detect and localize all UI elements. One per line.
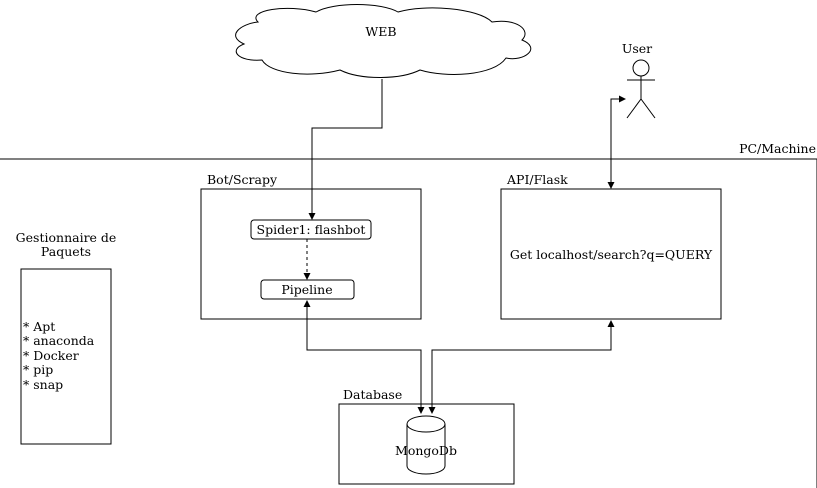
pipeline-node[interactable]: Pipeline [260, 279, 355, 300]
edge-spider-to-pipeline [303, 239, 311, 280]
edge-user-api-bidirectional [607, 95, 626, 189]
user-head-icon [632, 59, 650, 77]
user-actor[interactable]: User [622, 41, 656, 119]
spider-label: Spider1: flashbot [257, 222, 366, 237]
user-label: User [622, 41, 652, 56]
mongodb-cylinder-icon[interactable]: MongoDb [395, 415, 457, 475]
web-label: WEB [365, 24, 396, 39]
package-manager-title-line2: Paquets [41, 244, 91, 259]
pipeline-label: Pipeline [281, 282, 332, 297]
package-manager-box[interactable]: Gestionnaire de Paquets * Apt * anaconda… [16, 230, 117, 445]
database-container[interactable]: Database MongoDb [338, 387, 515, 485]
edge-api-database [428, 320, 615, 414]
package-item: * Docker [23, 348, 79, 363]
user-left-leg [626, 98, 642, 119]
bot-label: Bot/Scrapy [207, 172, 278, 187]
machine-label: PC/Machine [739, 141, 816, 156]
package-item: * pip [23, 362, 53, 377]
package-item: * snap [23, 377, 63, 392]
package-manager-title-line1: Gestionnaire de [16, 230, 117, 245]
database-label: Database [343, 387, 402, 402]
api-endpoint-label: Get localhost/search?q=QUERY [510, 247, 713, 262]
package-item: * Apt [23, 319, 55, 334]
machine-container[interactable]: PC/Machine [0, 141, 817, 488]
web-cloud[interactable]: WEB [235, 4, 531, 78]
api-flask-container[interactable]: API/Flask Get localhost/search?q=QUERY [500, 172, 722, 320]
package-item: * anaconda [23, 333, 95, 348]
edge-web-to-spider [308, 79, 383, 220]
spider-node[interactable]: Spider1: flashbot [250, 219, 372, 240]
user-right-leg [640, 98, 656, 119]
mongodb-label: MongoDb [395, 443, 457, 458]
edge-pipeline-database [303, 300, 425, 414]
bot-scrapy-container[interactable]: Bot/Scrapy Spider1: flashbot Pipeline [200, 172, 422, 320]
api-label: API/Flask [506, 172, 568, 187]
